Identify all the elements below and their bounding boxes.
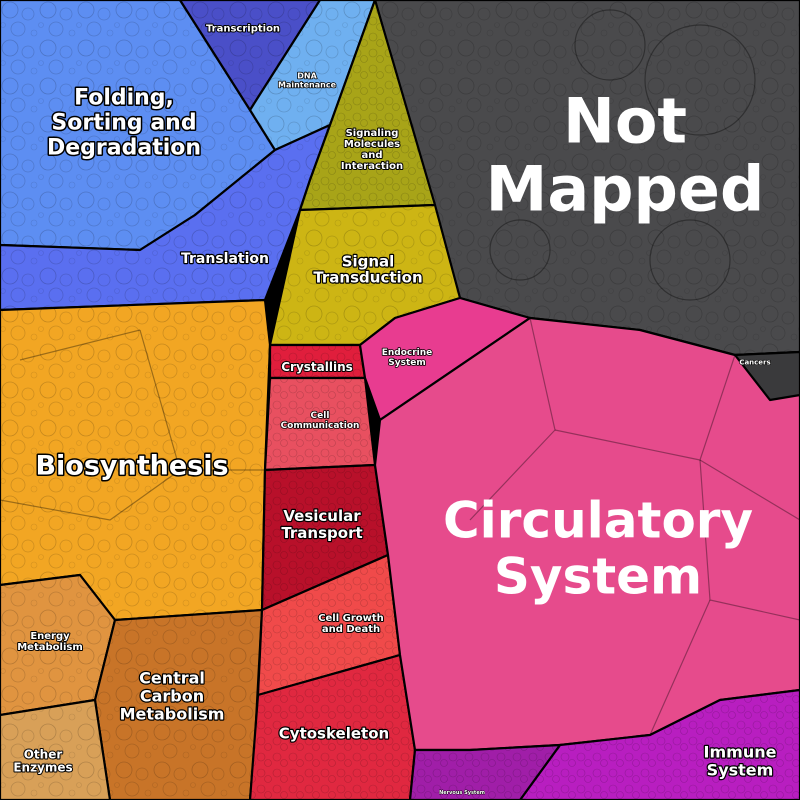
label-line: Transduction bbox=[313, 268, 422, 286]
label-line: Communication bbox=[281, 421, 360, 431]
label-line: Cytoskeleton bbox=[279, 724, 389, 742]
label-line: Signaling bbox=[346, 128, 399, 139]
label-line: Folding, bbox=[74, 86, 174, 111]
label-line: Metabolism bbox=[120, 705, 225, 724]
label-line: Immune bbox=[704, 743, 777, 762]
label-line: Transport bbox=[281, 524, 362, 542]
label-line: Translation bbox=[181, 251, 269, 267]
label-line: Metabolism bbox=[17, 642, 83, 653]
label-crystallins: Crystallins bbox=[281, 360, 353, 374]
label-line: Other bbox=[24, 748, 63, 762]
label-line: Cancers bbox=[739, 358, 770, 366]
label-line: Cell Growth bbox=[318, 613, 384, 624]
label-line: Cell bbox=[311, 411, 330, 421]
label-line: Mapped bbox=[486, 153, 765, 226]
label-line: Crystallins bbox=[281, 360, 353, 374]
label-line: Central bbox=[139, 669, 205, 688]
label-translation: Translation bbox=[181, 251, 269, 267]
label-cytoskeleton: Cytoskeleton bbox=[279, 724, 389, 742]
label-line: and bbox=[361, 150, 382, 161]
label-biosynthesis: Biosynthesis bbox=[35, 450, 228, 481]
label-line: Molecules bbox=[344, 139, 400, 150]
label-line: System bbox=[707, 761, 774, 780]
label-line: Enzymes bbox=[13, 761, 72, 775]
label-line: Energy bbox=[30, 631, 70, 642]
label-line: System bbox=[388, 358, 426, 368]
label-line: Vesicular bbox=[283, 507, 361, 525]
label-line: Sorting and bbox=[51, 111, 196, 136]
label-cancers: Cancers bbox=[739, 358, 770, 366]
label-line: Maintenance bbox=[278, 80, 337, 89]
label-line: Interaction bbox=[341, 161, 403, 172]
label-line: Carbon bbox=[140, 687, 204, 706]
label-line: Degradation bbox=[47, 136, 201, 161]
label-line: Circulatory bbox=[443, 492, 753, 550]
label-line: Nervous System bbox=[439, 790, 485, 796]
label-line: Not bbox=[563, 85, 687, 158]
label-line: System bbox=[494, 548, 702, 606]
label-line: Transcription bbox=[206, 24, 280, 35]
label-line: and Death bbox=[322, 624, 380, 635]
label-transcription: Transcription bbox=[206, 24, 280, 35]
label-line: DNA bbox=[297, 71, 317, 80]
label-line: Biosynthesis bbox=[35, 450, 228, 481]
label-nervous-system: Nervous System bbox=[439, 790, 485, 796]
label-line: Endocrine bbox=[382, 348, 433, 358]
label-line: Signal bbox=[342, 252, 395, 270]
